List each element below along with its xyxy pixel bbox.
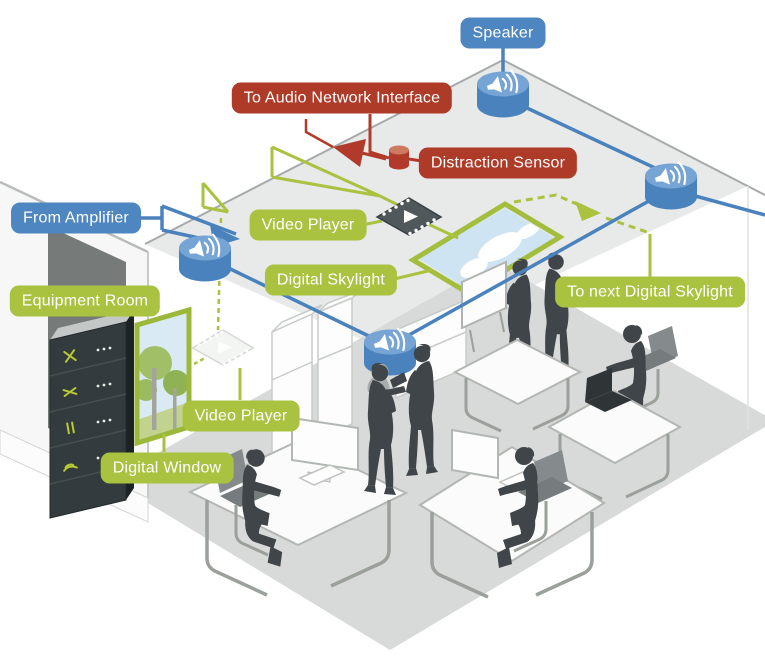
label-speaker: Speaker [460, 17, 546, 49]
monitor-center [451, 428, 499, 480]
label-to-next-digital-skylight: To next Digital Skylight [555, 276, 745, 308]
label-equipment-room: Equipment Room [9, 285, 161, 317]
server-rack [49, 310, 134, 519]
rack-status-icons [62, 349, 78, 472]
person-standing-talker-right [390, 344, 438, 476]
label-digital-window: Digital Window [100, 452, 234, 484]
digital-window-art [134, 306, 192, 447]
red-arrowhead [333, 139, 366, 167]
keyboard-left [298, 464, 346, 486]
audio-line-blue [140, 46, 765, 342]
label-digital-skylight: Digital Skylight [264, 264, 398, 296]
label-video-player-wall: Video Player [182, 400, 300, 432]
laptop [585, 368, 632, 412]
green-arrowhead [575, 201, 601, 221]
sensor-line-red [304, 114, 429, 164]
person-standing-talker-left [364, 363, 406, 495]
label-from-amplifier: From Amplifier [11, 202, 141, 234]
label-distraction-sensor: Distraction Sensor [418, 147, 578, 179]
speaker-disc-left [177, 232, 233, 283]
speaker-disc-top [475, 68, 531, 119]
distraction-sensor-device [389, 145, 409, 170]
speaker-disc-right [643, 160, 699, 211]
desk-top-right [452, 338, 583, 433]
label-video-player-ceiling: Video Player [249, 209, 367, 241]
label-to-audio-network-interface: To Audio Network Interface [231, 82, 453, 114]
monitor-left [291, 416, 359, 472]
